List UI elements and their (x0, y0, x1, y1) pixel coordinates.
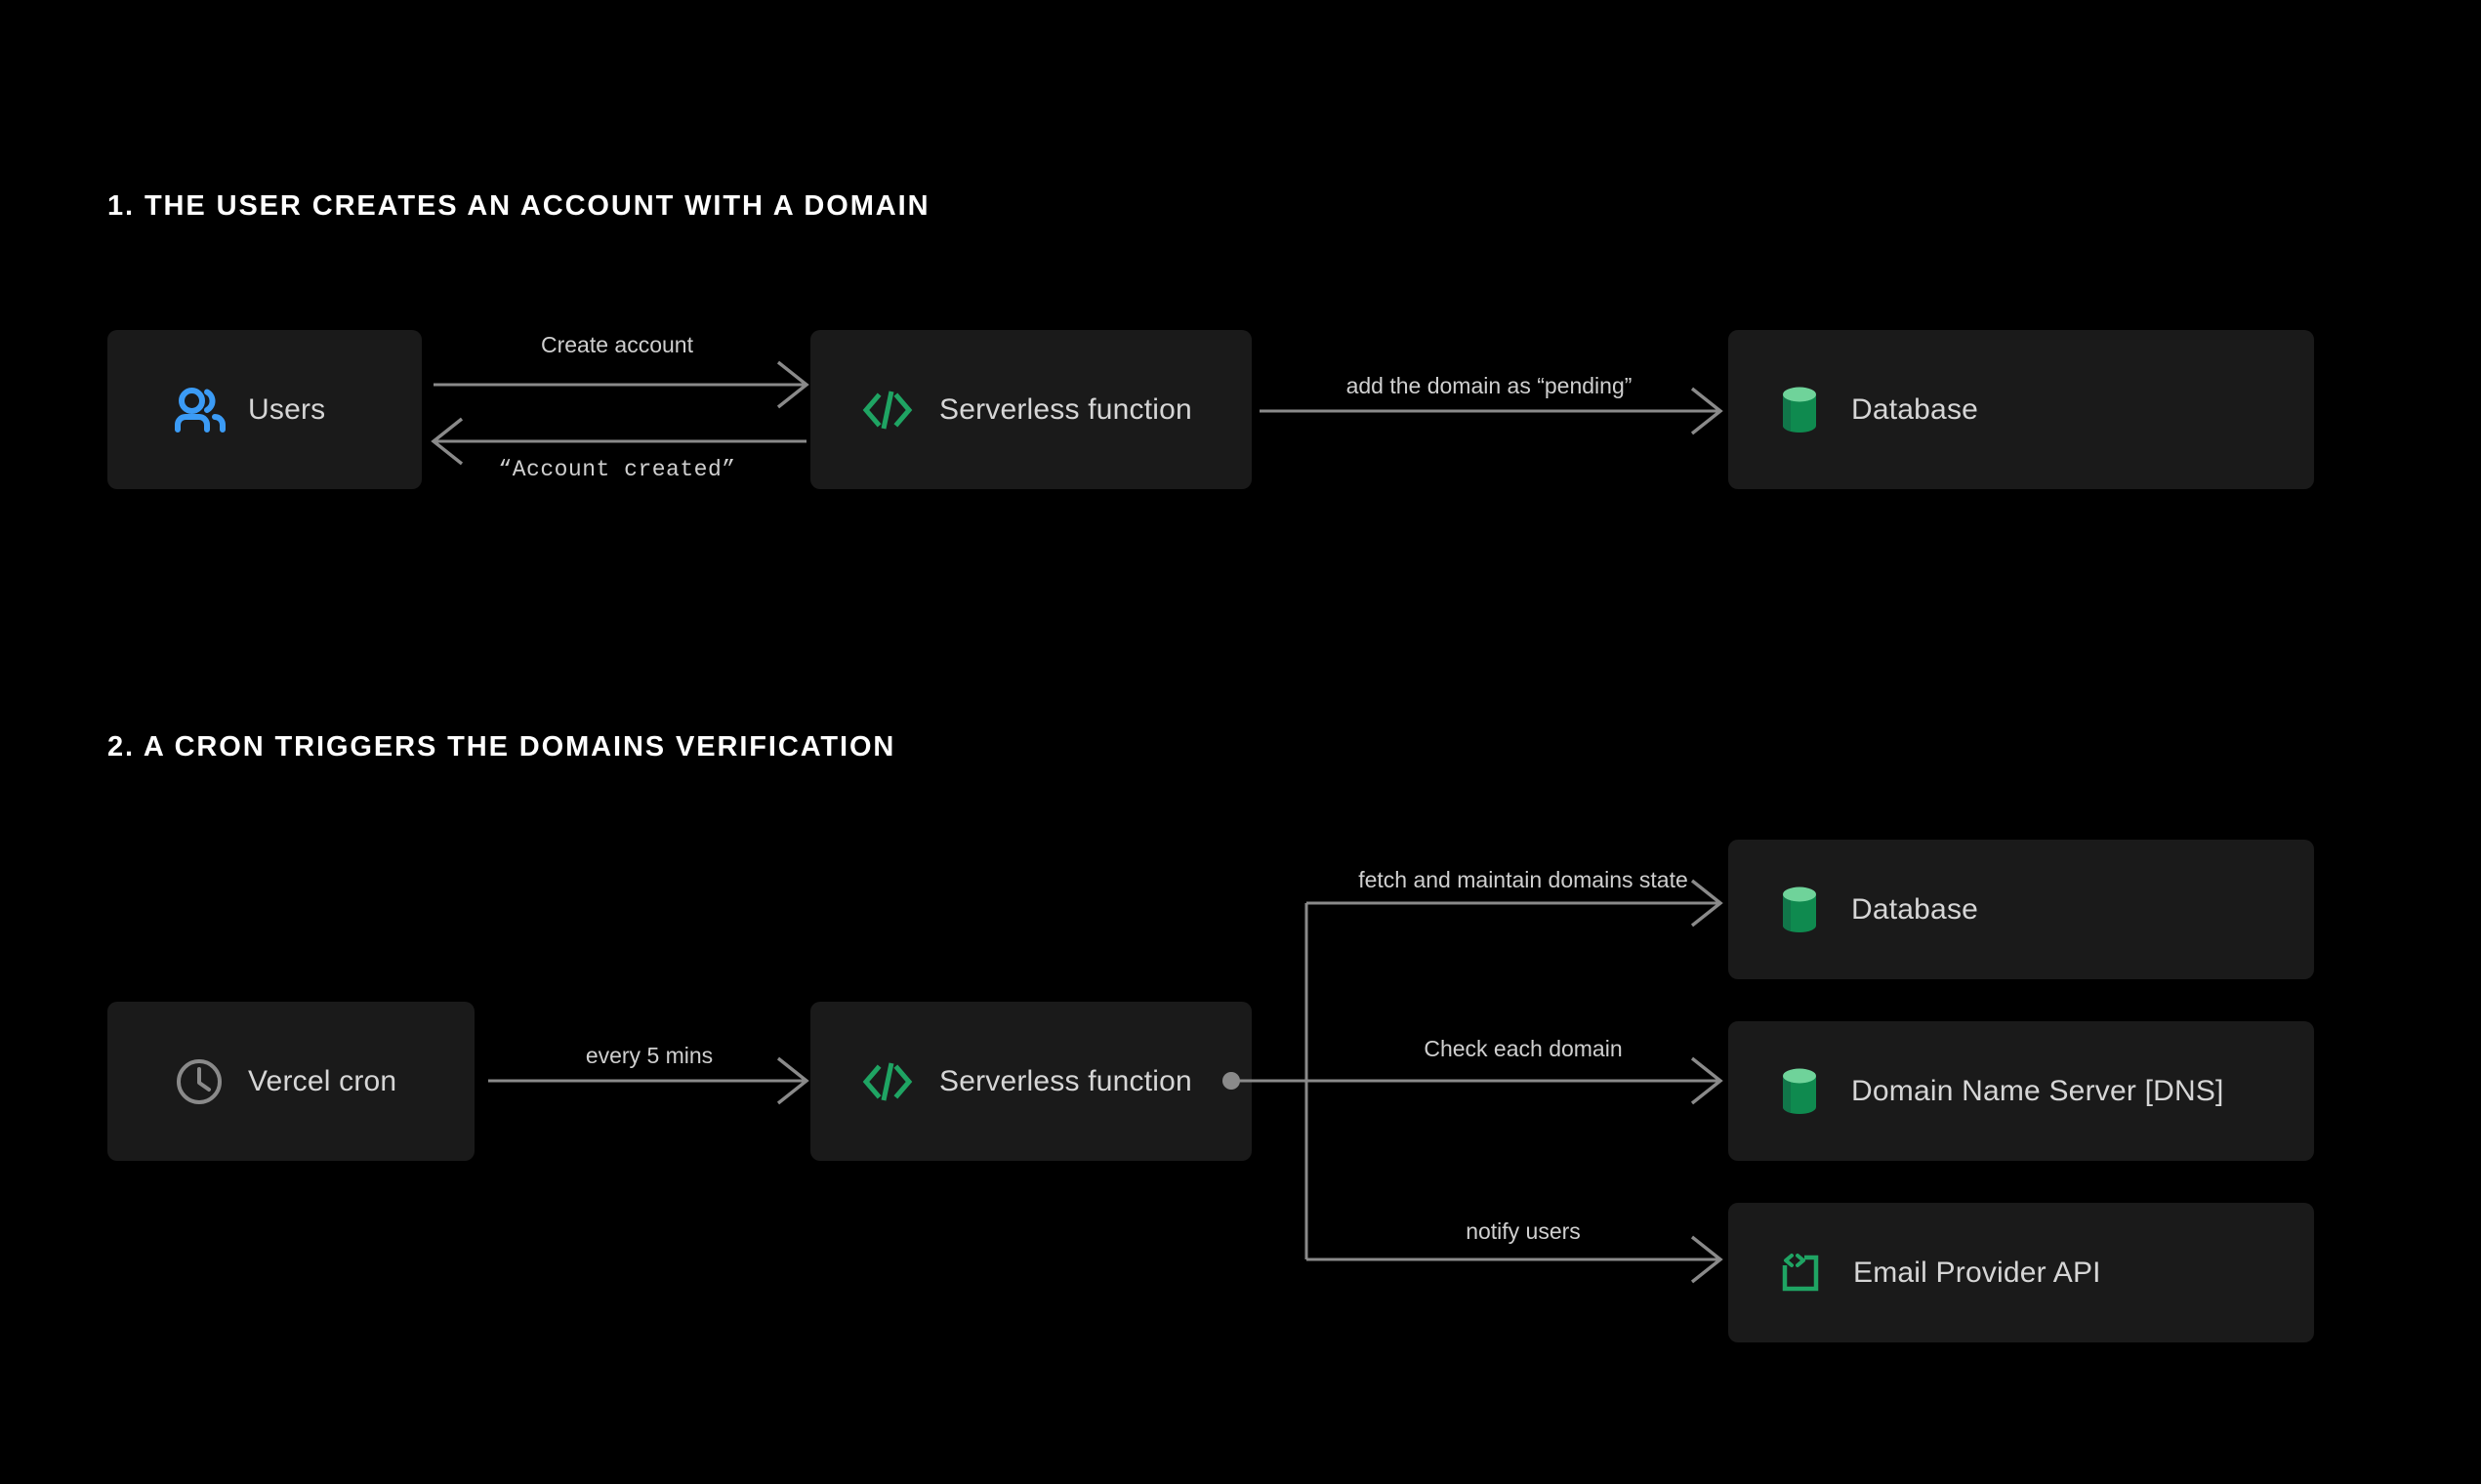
node-domain-name-server[interactable]: Domain Name Server [DNS] (1728, 1021, 2314, 1161)
node-database-2-label: Database (1851, 892, 1979, 926)
database-icon (1777, 382, 1822, 438)
section-1-title: 1. THE USER CREATES AN ACCOUNT WITH A DO… (107, 190, 930, 222)
edge-label-create-account: Create account (541, 332, 693, 357)
edge-label-add-domain-pending: add the domain as “pending” (1345, 373, 1633, 398)
node-email-provider-api[interactable]: Email Provider API (1728, 1203, 2314, 1342)
node-users[interactable]: Users (107, 330, 422, 489)
database-icon (1777, 1063, 1822, 1120)
users-icon (174, 387, 227, 433)
edge-label-every-5-mins: every 5 mins (585, 1043, 714, 1068)
node-serverless-function-2[interactable]: Serverless function (810, 1002, 1252, 1161)
code-icon (861, 388, 914, 433)
node-database-2[interactable]: Database (1728, 840, 2314, 979)
node-users-label: Users (248, 392, 326, 426)
node-database-1-label: Database (1851, 392, 1979, 426)
database-icon (1777, 882, 1822, 938)
wire-check-each-domain (1306, 1056, 1723, 1105)
wire-create-account (434, 360, 809, 409)
node-vercel-cron-label: Vercel cron (248, 1064, 397, 1097)
clock-icon (174, 1056, 225, 1107)
edge-label-account-created: “Account created” (498, 457, 736, 482)
code-icon (861, 1059, 914, 1104)
node-database-1[interactable]: Database (1728, 330, 2314, 489)
node-serverless-function-2-label: Serverless function (939, 1064, 1192, 1097)
node-email-provider-api-label: Email Provider API (1853, 1256, 2101, 1289)
api-bracket-icon (1777, 1250, 1824, 1297)
node-serverless-function-1-label: Serverless function (939, 392, 1192, 426)
edge-label-notify-users: notify users (1466, 1218, 1581, 1244)
edge-label-check-each-domain: Check each domain (1424, 1036, 1623, 1061)
node-domain-name-server-label: Domain Name Server [DNS] (1851, 1074, 2224, 1107)
section-2-title: 2. A CRON TRIGGERS THE DOMAINS VERIFICAT… (107, 731, 896, 763)
node-serverless-function-1[interactable]: Serverless function (810, 330, 1252, 489)
node-vercel-cron[interactable]: Vercel cron (107, 1002, 475, 1161)
edge-label-fetch-and-maintain-domains-state: fetch and maintain domains state (1358, 867, 1688, 892)
